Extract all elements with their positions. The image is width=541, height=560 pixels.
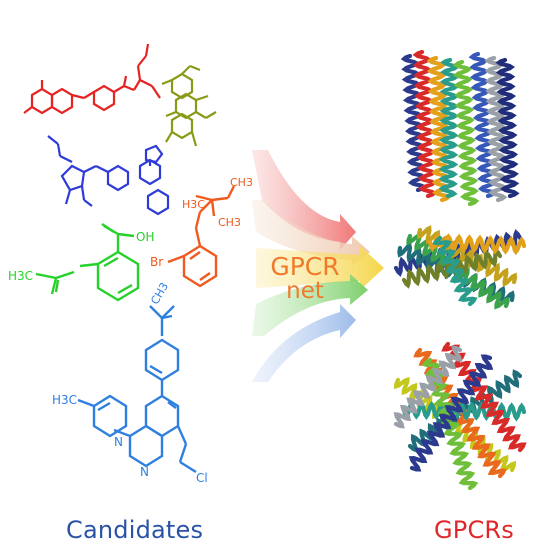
helix-t-6: [432, 235, 478, 307]
helix-v-1: [412, 49, 438, 199]
label-carboxylic-oh: OH: [136, 230, 154, 244]
arrow-label-net: net: [286, 278, 324, 304]
helix-s-5: [441, 341, 527, 453]
arrow-group: GPCR net: [252, 150, 384, 382]
gpcr-bundle-vertical-icon: [400, 49, 520, 207]
orange-bromo-molecule-icon: [167, 185, 236, 288]
helix-s-6: [408, 354, 494, 472]
arrow-red: [252, 150, 356, 250]
arrow-blue: [252, 304, 356, 382]
label-methyl-right: CH3: [218, 216, 241, 229]
helix-v-7: [495, 57, 520, 199]
azure-pyridine-molecule-icon: [77, 305, 197, 474]
arrow-beige: [252, 200, 370, 266]
label-sulfonyl-ch3: CH3: [148, 280, 171, 306]
label-pyridine-ch3: H3C: [52, 393, 77, 407]
blue-molecule-icon: [47, 135, 170, 216]
helix-s-3: [401, 400, 527, 422]
helix-v-6: [484, 55, 508, 203]
helix-v-4: [452, 59, 480, 207]
arrow-green: [252, 274, 368, 336]
label-pyridine-n1: N: [114, 435, 123, 449]
label-pyridine-n2: N: [140, 465, 149, 479]
helix-v-5: [468, 51, 498, 199]
label-bromo: Br: [150, 255, 163, 269]
candidates-caption: Candidates: [66, 516, 204, 544]
gpcr-bundle-spread-icon: [393, 341, 527, 491]
helix-v-3: [438, 57, 460, 199]
gpcrs-caption: GPCRs: [434, 516, 515, 544]
olive-molecule-icon: [161, 64, 217, 147]
label-methyl-top: CH3: [230, 176, 253, 189]
helix-s-7: [393, 345, 463, 429]
red-molecule-icon: [23, 43, 161, 115]
green-aspirin-molecule-icon: [35, 223, 140, 302]
label-chloro: Cl: [196, 471, 208, 485]
label-methyl-left: H3C: [182, 198, 205, 211]
arrow-label-gpcr: GPCR: [270, 252, 339, 281]
label-acetyl-ch3: H3C: [8, 269, 33, 283]
gpcr-bundle-tilted-icon: [393, 225, 527, 310]
